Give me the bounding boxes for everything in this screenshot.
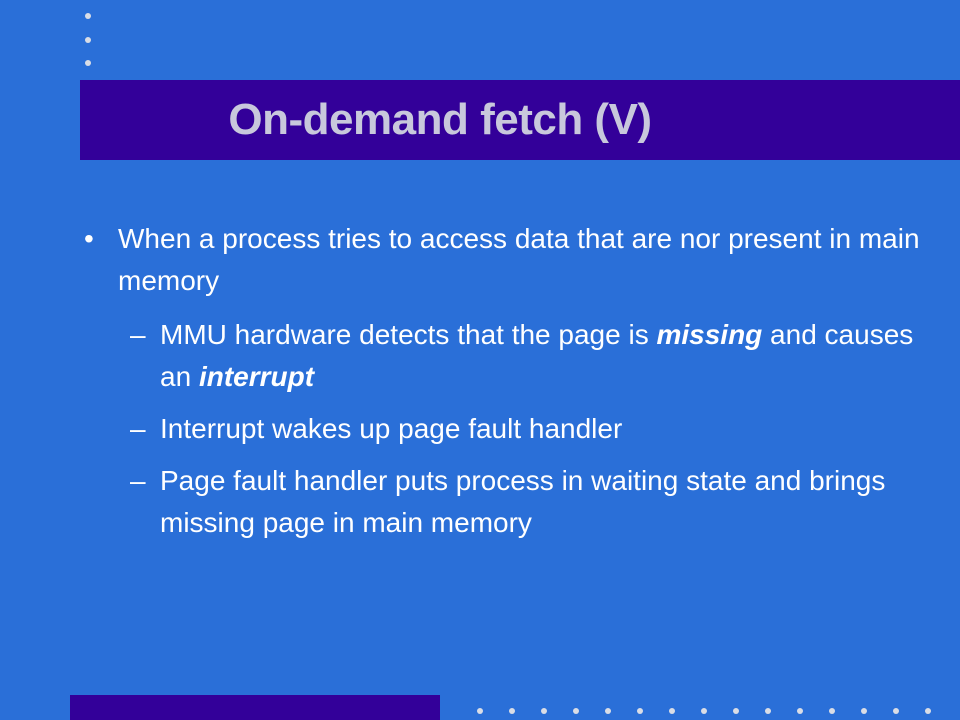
dash-marker: – xyxy=(130,319,146,350)
slide-body: • When a process tries to access data th… xyxy=(80,218,930,554)
slide-title: On-demand fetch (V) xyxy=(228,95,652,144)
decorative-dot xyxy=(829,708,835,714)
dash-marker: – xyxy=(130,465,146,496)
decorative-dot xyxy=(701,708,707,714)
emphasis-missing: missing xyxy=(656,319,763,350)
decorative-dot xyxy=(509,708,515,714)
decorative-dot xyxy=(733,708,739,714)
title-band xyxy=(80,80,960,160)
decorative-dot xyxy=(477,708,483,714)
decorative-dot xyxy=(925,708,931,714)
decorative-dot xyxy=(669,708,675,714)
sub-bullet-item: – Interrupt wakes up page fault handler xyxy=(80,408,930,450)
dash-marker: – xyxy=(130,413,146,444)
decorative-dot xyxy=(893,708,899,714)
decorative-dot xyxy=(85,13,91,19)
bottom-band xyxy=(70,695,440,720)
sub-bullet-item: – MMU hardware detects that the page is … xyxy=(80,314,930,398)
decorative-dot xyxy=(541,708,547,714)
decorative-dot xyxy=(861,708,867,714)
sub-bullet-text: Page fault handler puts process in waiti… xyxy=(160,465,886,538)
sub-bullet-text: Interrupt wakes up page fault handler xyxy=(160,413,623,444)
bullet-text: When a process tries to access data that… xyxy=(118,223,920,296)
decorative-dot xyxy=(765,708,771,714)
decorative-dot xyxy=(85,37,91,43)
bullet-marker: • xyxy=(84,223,94,254)
decorative-dot xyxy=(573,708,579,714)
sub-bullet-item: – Page fault handler puts process in wai… xyxy=(80,460,930,544)
decorative-dot xyxy=(797,708,803,714)
emphasis-interrupt: interrupt xyxy=(198,361,315,392)
sub-bullet-text-part: MMU hardware detects that the page is xyxy=(160,319,657,350)
decorative-dot xyxy=(85,60,91,66)
decorative-dot xyxy=(605,708,611,714)
sub-bullet-text-part: and causes an xyxy=(160,319,914,392)
decorative-dot xyxy=(637,708,643,714)
bullet-item: • When a process tries to access data th… xyxy=(80,218,930,302)
